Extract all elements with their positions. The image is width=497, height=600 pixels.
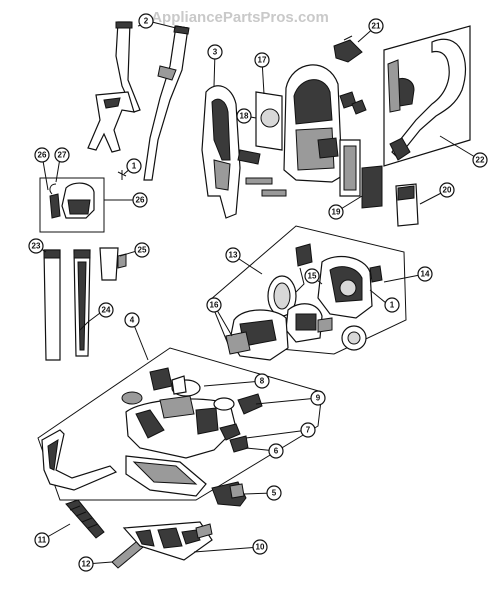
callout-label: 4 — [130, 316, 135, 325]
callout-label: 8 — [260, 377, 265, 386]
connector-part-21 — [333, 35, 363, 63]
callout-25: 25 — [134, 242, 150, 258]
callout-label: 20 — [443, 186, 452, 195]
callout-16: 16 — [206, 297, 222, 313]
callout-label: 23 — [32, 242, 41, 251]
callout-label: 11 — [38, 536, 47, 545]
callout-label: 13 — [229, 251, 238, 260]
upper-handle-part-2 — [87, 21, 190, 181]
wands-parts-23-24-25 — [43, 247, 127, 361]
door-part-19 — [339, 139, 383, 209]
callout-label: 27 — [58, 151, 67, 160]
callout-15: 15 — [304, 268, 320, 284]
filter-panels-part-17-18 — [237, 91, 287, 197]
callout-4: 4 — [124, 312, 140, 328]
callout-9: 9 — [310, 390, 326, 406]
callout-8: 8 — [254, 373, 270, 389]
callout-label: 22 — [476, 156, 485, 165]
callout-12: 12 — [78, 556, 94, 572]
body-shell-part-3 — [201, 85, 241, 219]
canister-body — [283, 64, 343, 183]
callout-label: 1 — [132, 162, 137, 171]
callout-label: 7 — [306, 426, 311, 435]
callout-label: 18 — [240, 112, 249, 121]
motor-group-part-13 — [209, 225, 407, 355]
callout-label: 14 — [421, 270, 430, 279]
callout-label: 12 — [82, 560, 91, 569]
watermark-text: AppliancePartsPros.com — [151, 9, 329, 26]
callout-14: 14 — [417, 266, 433, 282]
callout-label: 9 — [316, 394, 321, 403]
callout-3: 3 — [207, 44, 223, 60]
callout-label: 25 — [138, 246, 147, 255]
callout-label: 17 — [258, 56, 267, 65]
motor-housing-part-16 — [225, 309, 289, 361]
callout-27: 27 — [54, 147, 70, 163]
callout-13: 13 — [225, 247, 241, 263]
callout-10: 10 — [252, 539, 268, 555]
callout-label: 5 — [272, 489, 277, 498]
callout-label: 10 — [256, 543, 265, 552]
callout-21: 21 — [368, 18, 384, 34]
inset-box-parts-26-28 — [39, 177, 105, 233]
callout-label: 6 — [274, 447, 279, 456]
callout-23: 23 — [28, 238, 44, 254]
callout-label: 15 — [308, 272, 317, 281]
callout-label: 24 — [102, 306, 111, 315]
callout-1-upper: 1 — [126, 158, 142, 174]
callout-17: 17 — [254, 52, 270, 68]
callout-24: 24 — [98, 302, 114, 318]
callout-5: 5 — [266, 485, 282, 501]
callout-label: 3 — [213, 48, 218, 57]
callout-28: 26 — [34, 147, 50, 163]
callout-label: 19 — [332, 208, 341, 217]
clip-parts — [339, 91, 367, 115]
callout-label: 16 — [210, 301, 219, 310]
callout-label: 2 — [144, 17, 149, 26]
callout-label: 1 — [390, 301, 395, 310]
callout-label: 26 — [38, 151, 47, 160]
callout-label: 21 — [372, 22, 381, 31]
hose-part-22 — [383, 25, 471, 167]
callout-19: 19 — [328, 204, 344, 220]
callout-6: 6 — [268, 443, 284, 459]
filter-part-20 — [395, 183, 419, 227]
callout-20: 20 — [439, 182, 455, 198]
callout-11: 11 — [34, 532, 50, 548]
callout-18: 18 — [236, 108, 252, 124]
callout-26-inset: 26 — [132, 192, 148, 208]
brush-roll-part-11 — [65, 499, 105, 539]
callout-7: 7 — [300, 422, 316, 438]
belt-part-5 — [211, 481, 247, 507]
base-group-part-4 — [37, 347, 323, 501]
bottom-plate-part-10 — [122, 521, 213, 561]
callout-label: 26 — [136, 196, 145, 205]
callout-2: 2 — [138, 13, 154, 29]
screw-part-1 — [117, 170, 127, 180]
callout-22: 22 — [472, 152, 488, 168]
callout-1-motor: 1 — [384, 297, 400, 313]
